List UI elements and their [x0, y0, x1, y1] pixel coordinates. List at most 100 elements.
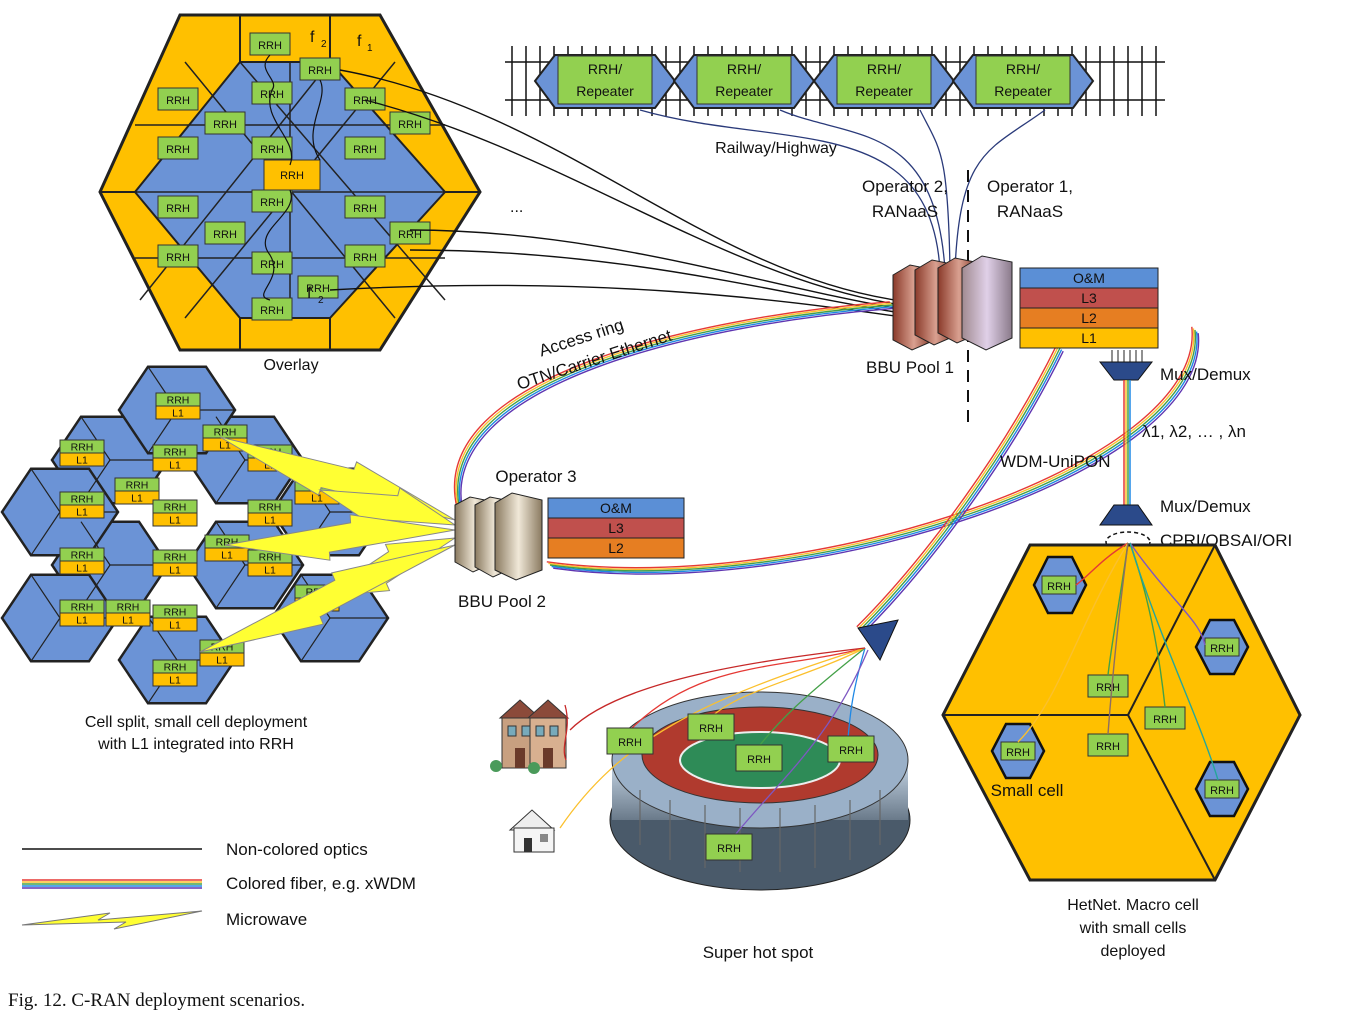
svg-text:RRH: RRH: [164, 662, 187, 674]
bbu2-protocol-stack: O&M L3 L2: [547, 497, 685, 559]
railway-title: Railway/Highway: [715, 140, 837, 157]
svg-text:L3: L3: [608, 520, 624, 536]
svg-text:RRH/: RRH/: [588, 61, 622, 77]
bbu-pool-1: O&M L3 L2 L1 BBU Pool 1: [866, 255, 1159, 377]
svg-text:L1: L1: [169, 460, 181, 472]
railway-fibers: [639, 109, 1046, 271]
railway-segment: RRH/RepeaterRRH/RepeaterRRH/RepeaterRRH/…: [505, 46, 1165, 157]
lambda-label: λ1, λ2, … , λn: [1142, 422, 1246, 441]
svg-text:RRH: RRH: [166, 203, 190, 215]
svg-text:Repeater: Repeater: [855, 83, 913, 99]
svg-text:RRH: RRH: [1210, 643, 1234, 655]
hetnet-fibers: [1017, 542, 1219, 781]
legend: Non-colored optics Colored fiber, e.g. x…: [21, 840, 416, 930]
overlay-title: Overlay: [263, 357, 318, 374]
stadium-fibers: [559, 647, 869, 836]
svg-text:L1: L1: [169, 565, 181, 577]
svg-text:RRH: RRH: [353, 203, 377, 215]
svg-text:L2: L2: [1081, 310, 1097, 326]
svg-text:RRH: RRH: [353, 144, 377, 156]
svg-text:RRH: RRH: [398, 119, 422, 131]
svg-text:L1: L1: [122, 615, 134, 627]
svg-text:RRH: RRH: [164, 447, 187, 459]
svg-text:L1: L1: [221, 550, 233, 562]
legend-microwave-swatch: [21, 910, 203, 930]
svg-text:Non-colored optics: Non-colored optics: [226, 840, 368, 859]
svg-text:Mux/Demux: Mux/Demux: [1160, 365, 1251, 384]
server-rack-icon: [892, 255, 1013, 351]
svg-text:RRH: RRH: [71, 442, 94, 454]
svg-text:f: f: [357, 33, 362, 50]
server-rack-icon: [454, 492, 543, 581]
rrh-repeater-unit: RRH/Repeater: [812, 54, 956, 109]
svg-text:RRH: RRH: [166, 95, 190, 107]
svg-text:RRH: RRH: [839, 745, 863, 757]
svg-text:L1: L1: [76, 507, 88, 519]
house-icons: [490, 699, 570, 853]
bbu1-protocol-stack: O&M L3 L2 L1: [1019, 267, 1159, 349]
svg-text:RRH: RRH: [699, 723, 723, 735]
overlay-network: RRH RRH RRH RRH RRH RRH RRH RRH RRH RRH …: [98, 13, 523, 374]
bbu1-title: BBU Pool 1: [866, 358, 954, 377]
svg-text:RRH: RRH: [164, 502, 187, 514]
svg-text:L1: L1: [216, 655, 228, 667]
svg-text:RRH: RRH: [259, 502, 282, 514]
overlay-noncolored-fibers: [329, 69, 896, 317]
svg-text:RRH: RRH: [260, 144, 284, 156]
svg-text:RRH/: RRH/: [867, 61, 901, 77]
svg-text:RANaaS: RANaaS: [997, 202, 1063, 221]
svg-text:RRH: RRH: [260, 89, 284, 101]
svg-text:L2: L2: [608, 540, 624, 556]
svg-text:L1: L1: [172, 408, 184, 420]
svg-text:RRH: RRH: [1153, 714, 1177, 726]
svg-text:RRH: RRH: [1096, 741, 1120, 753]
svg-text:Microwave: Microwave: [226, 910, 307, 929]
svg-text:L1: L1: [76, 563, 88, 575]
rrh-repeater-unit: RRH/Repeater: [672, 54, 816, 109]
svg-text:RRH: RRH: [167, 395, 190, 407]
mux-demux-top: Mux/Demux: [1098, 350, 1251, 384]
svg-text:RRH: RRH: [213, 119, 237, 131]
svg-text:L3: L3: [1081, 290, 1097, 306]
svg-text:RANaaS: RANaaS: [872, 202, 938, 221]
svg-text:RRH: RRH: [306, 283, 330, 295]
svg-text:2: 2: [321, 39, 327, 50]
svg-text:RRH/: RRH/: [727, 61, 761, 77]
svg-text:L1: L1: [311, 493, 323, 505]
hetnet-macro-cell: RRH RRH RRH RRH RRH RRH RRH Small cell H…: [941, 542, 1302, 960]
svg-text:RRH: RRH: [717, 843, 741, 855]
svg-text:RRH: RRH: [280, 170, 304, 182]
svg-text:RRH: RRH: [258, 40, 282, 52]
figure-caption: Fig. 12. C-RAN deployment scenarios.: [8, 990, 306, 1011]
svg-text:Mux/Demux: Mux/Demux: [1160, 497, 1251, 516]
svg-text:Repeater: Repeater: [576, 83, 634, 99]
small-cell-set: RRH RRH RRH RRH: [990, 555, 1250, 818]
svg-text:1: 1: [367, 43, 373, 54]
wdm-unipon-label: WDM-UniPON: [1000, 452, 1111, 471]
access-ring-label: Access ring OTN/Carrier Ethernet: [515, 315, 675, 394]
svg-text:RRH: RRH: [308, 65, 332, 77]
svg-text:Colored fiber, e.g. xWDM: Colored fiber, e.g. xWDM: [226, 874, 416, 893]
wdm-trunk: [1123, 380, 1131, 505]
svg-text:L1: L1: [76, 455, 88, 467]
svg-text:RRH: RRH: [164, 552, 187, 564]
svg-text:RRH: RRH: [166, 252, 190, 264]
colored-fibers: [453, 301, 1199, 634]
operator-3-label: Operator 3: [495, 467, 576, 486]
svg-text:...: ...: [510, 199, 523, 216]
svg-text:RRH: RRH: [259, 552, 282, 564]
house-icon: [508, 809, 556, 853]
svg-text:RRH: RRH: [71, 494, 94, 506]
